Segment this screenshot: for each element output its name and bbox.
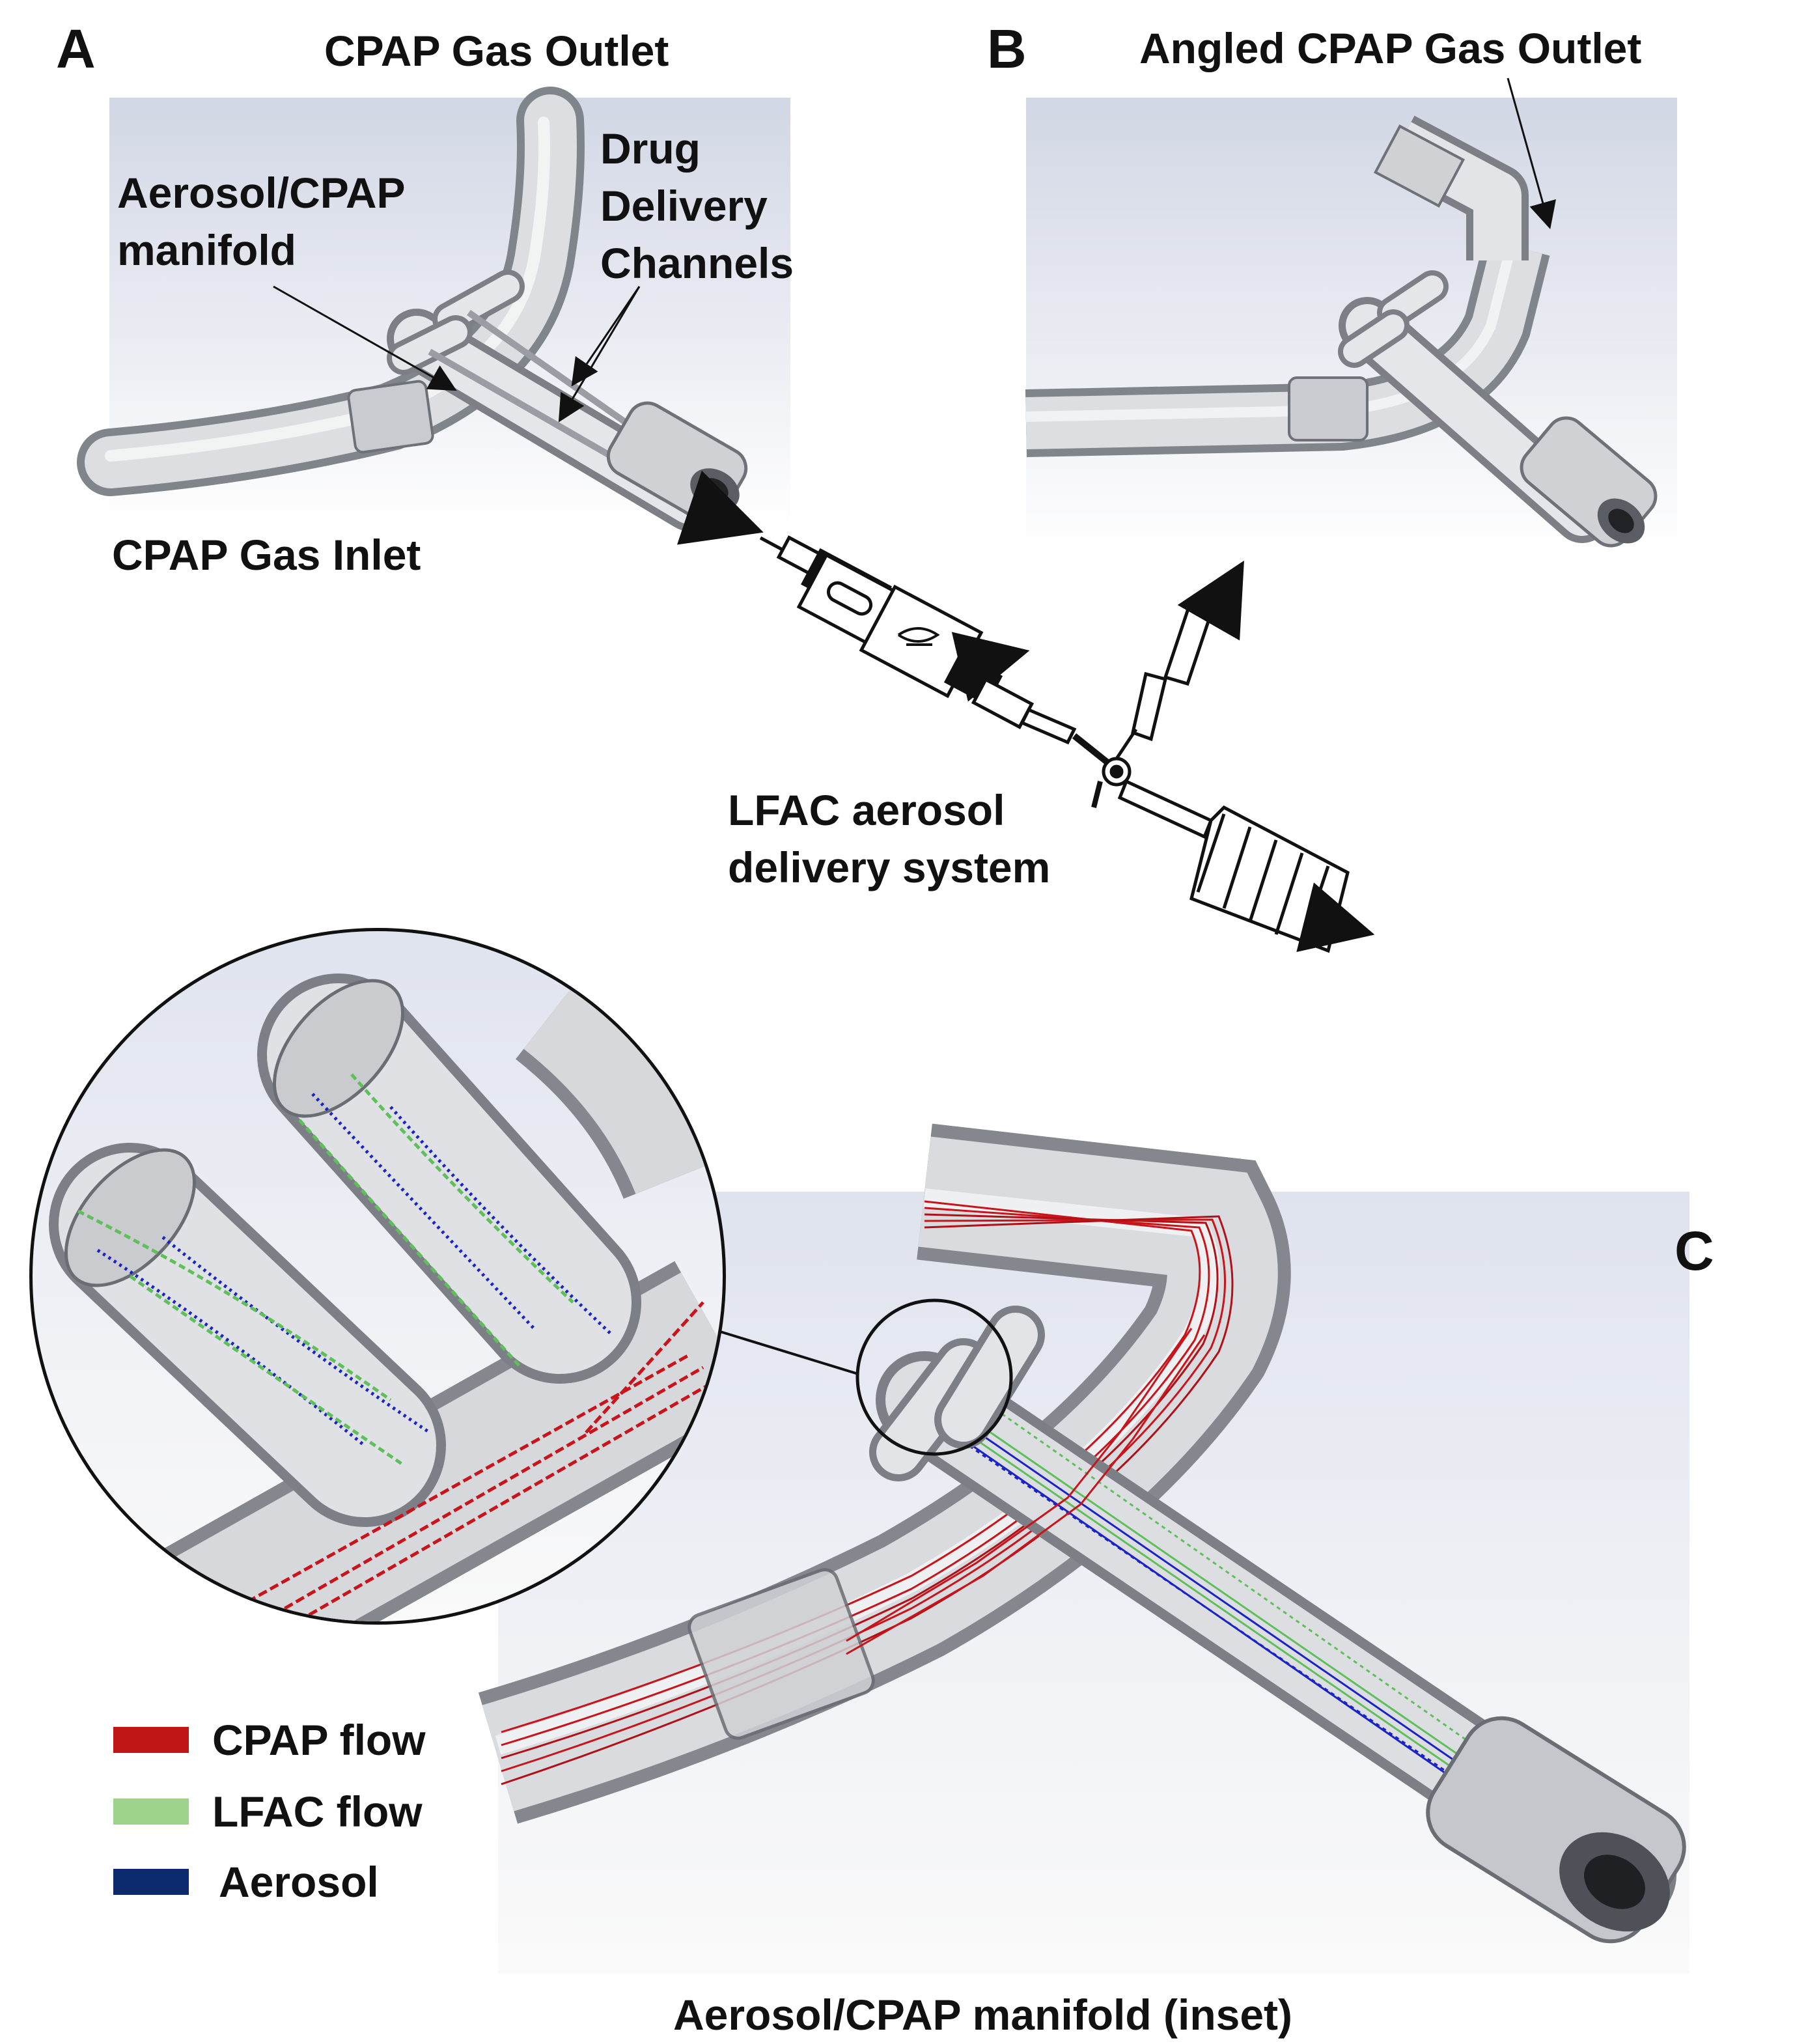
inset-connector-line [709,1327,859,1375]
inlet-arrow-icon [676,470,764,545]
panel-a-letter: A [56,18,96,79]
legend-label-cpap-flow: CPAP flow [212,1716,426,1764]
channels-leader-line-1 [571,286,641,387]
cpap-gas-inlet-label: CPAP Gas Inlet [112,531,421,579]
cpap-gas-outlet-label: CPAP Gas Outlet [324,27,669,75]
legend-label-aerosol: Aerosol [219,1858,379,1906]
legend-swatch-aerosol [113,1869,189,1895]
angled-cpap-gas-outlet-label: Angled CPAP Gas Outlet [1139,24,1642,72]
aerosol-cpap-label: Aerosol/CPAP [117,169,406,217]
inset-magnified-view [29,928,726,1625]
lfac-delivery-system-schematic [676,470,1375,953]
channels-leader-line-2 [558,286,641,423]
legend-swatch-cpap-flow [113,1727,189,1753]
panel-a-render [77,87,790,531]
bellows-reservoir [1189,805,1350,953]
reservoir-arrow-icon [1296,882,1375,953]
cpap-flow-streamlines [501,1200,1234,1785]
delivery-system-label: delivery system [728,843,1051,891]
panel-b-render [1025,98,1677,553]
legend-swatch-lfac-flow [113,1799,189,1825]
top-arrow-icon [1177,560,1244,641]
drug-label: Drug [600,124,701,173]
legend-label-lfac-flow: LFAC flow [212,1787,423,1836]
channels-label: Channels [600,239,794,287]
lfac-aerosol-label: LFAC aerosol [728,786,1005,834]
inset-target-circle [855,1298,1013,1456]
panel-b-letter: B [987,18,1027,79]
panel-c-letter: C [1675,1220,1714,1281]
manifold-leader-line [273,285,457,391]
side-arrow-icon [951,632,1030,702]
manifold-label: manifold [117,226,296,274]
delivery-label: Delivery [600,182,768,230]
panel-c-caption: Aerosol/CPAP manifold (inset) [673,1991,1293,2039]
angled-outlet-leader-line [1507,77,1557,230]
